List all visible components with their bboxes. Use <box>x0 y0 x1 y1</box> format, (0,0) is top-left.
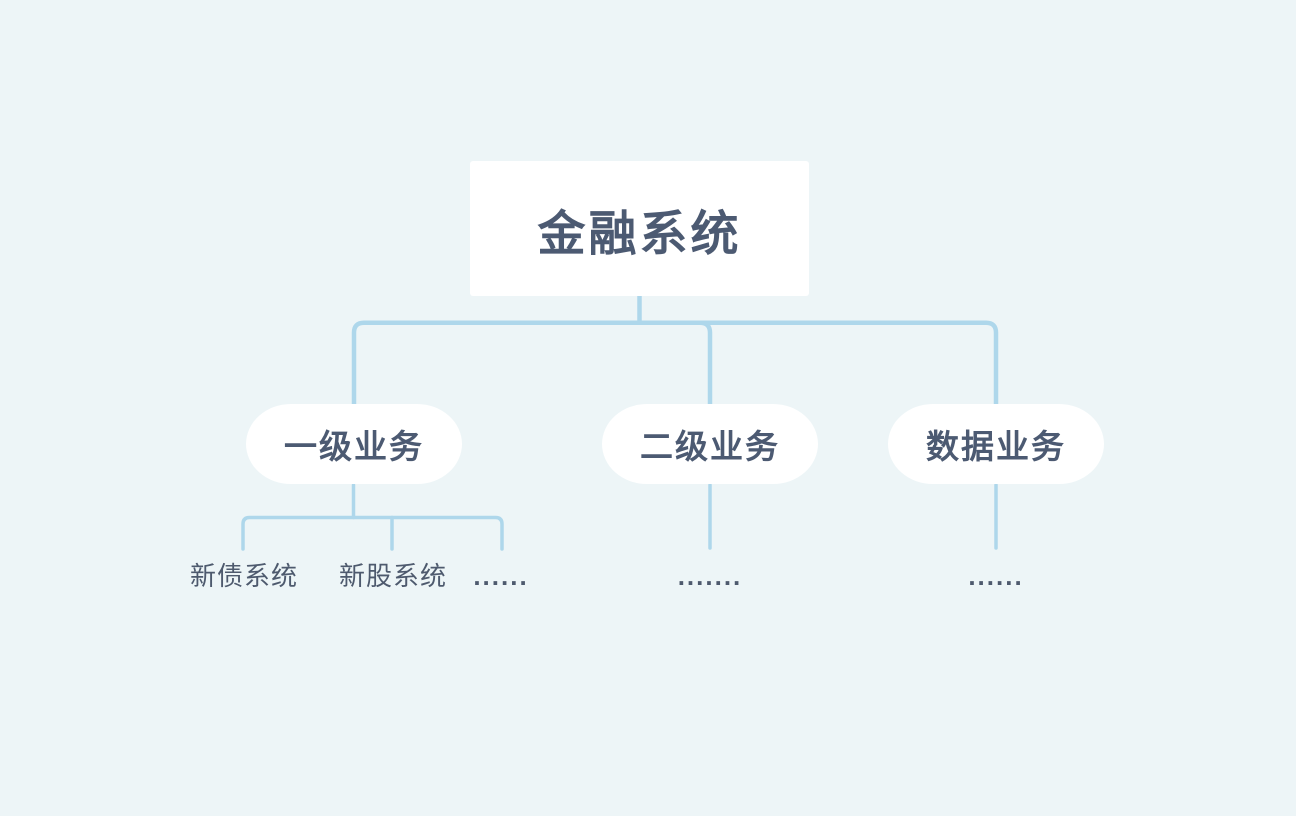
leaf-node-new-stock-system[interactable]: 新股系统 <box>338 561 448 591</box>
connector-root-branch3 <box>637 320 999 407</box>
branch-node-label: 二级业务 <box>640 428 780 465</box>
connector-root-branch1 <box>351 320 642 407</box>
branch-node-label: 数据业务 <box>926 428 1066 465</box>
leaf-node-new-bond-system[interactable]: 新债系统 <box>189 561 299 591</box>
root-node-label: 金融系统 <box>537 207 742 261</box>
leaf-node-ellipsis-level1[interactable]: ...... <box>473 561 529 591</box>
connector-branch1-rail <box>241 515 504 551</box>
leaf-node-ellipsis-data[interactable]: ...... <box>968 561 1024 591</box>
connector-root-branch2 <box>637 320 713 407</box>
branch-node-data-business[interactable]: 数据业务 <box>888 404 1104 484</box>
branch-node-level2-business[interactable]: 二级业务 <box>602 404 818 484</box>
branch-node-label: 一级业务 <box>284 428 424 465</box>
branch-node-level1-business[interactable]: 一级业务 <box>246 404 462 484</box>
root-node-financial-system[interactable]: 金融系统 <box>470 161 809 296</box>
leaf-node-ellipsis-level2[interactable]: ....... <box>677 561 743 591</box>
